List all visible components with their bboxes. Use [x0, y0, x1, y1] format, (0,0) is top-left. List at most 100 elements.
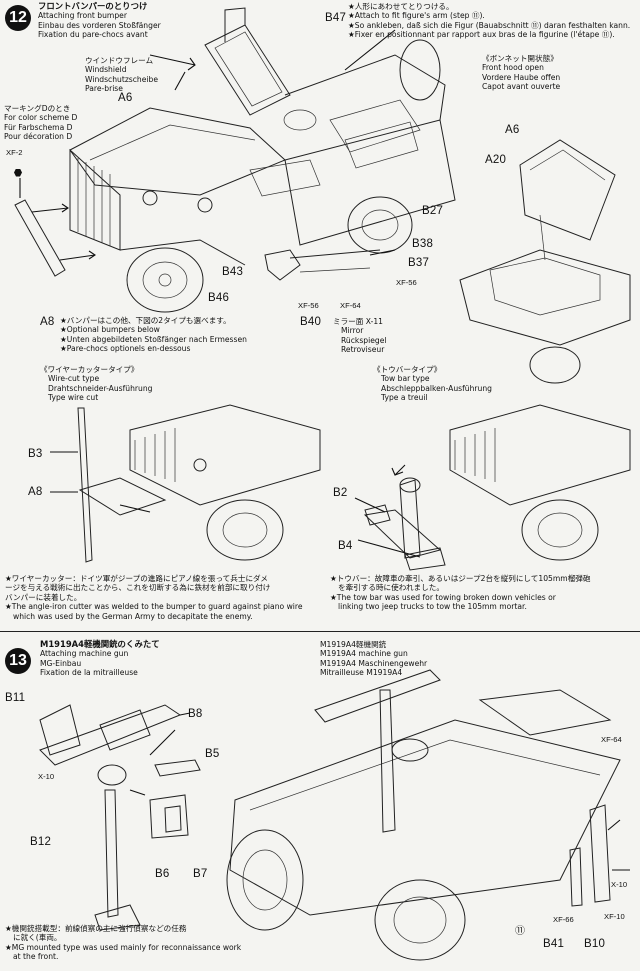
mg-en: M1919A4 machine gun [320, 649, 408, 659]
part-b37: B37 [408, 257, 430, 269]
paint-x10-right: X-10 [611, 880, 628, 889]
towbar-note-en2: linking two jeep trucks to tow the 105mm… [338, 602, 527, 612]
wirecut-de: Drahtschneider-Ausführung [48, 383, 153, 393]
step-13-title-fr: Fixation de la mitrailleuse [40, 668, 138, 678]
mirror-label: ミラー面 X-11 Mirror Rückspiegel Retroviseur [333, 317, 386, 355]
part-b27: B27 [422, 205, 444, 217]
paint-xf10: XF-10 [604, 912, 625, 921]
towbar-en: Tow bar type [381, 374, 430, 384]
wirecut-note-en1: ★The angle-iron cutter was welded to the… [5, 602, 303, 612]
mg-note-en1: ★MG mounted type was used mainly for rec… [5, 942, 242, 952]
part-a6: A6 [118, 92, 133, 104]
towbar-note-jp1: ★トウバー：故障車の牽引、あるいはジープ2台を縦列にして105mm榴弾砲 [330, 574, 591, 583]
windshield-label: ウインドウフレーム Windshield Windschutzscheibe P… [85, 56, 158, 94]
step-ref-11: ⑪ [515, 926, 525, 937]
step-13-badge: 13 [5, 648, 31, 674]
bumper-note-de: ★Unten abgebildeten Stoßfänger nach Erme… [60, 334, 247, 344]
mirror-fr: Retroviseur [341, 345, 385, 355]
paint-dot-icon [14, 162, 24, 181]
figure-fit-note: ★人形にあわせてとりつける。 ★Attach to fit figure's a… [348, 2, 630, 40]
wirecut-note-jp3: バンパーに装着した。 [5, 592, 82, 602]
hood-en: Front hood open [482, 63, 544, 73]
mg-jp: M1919A4軽機関銃 [320, 640, 387, 649]
jeep-front-drawing [14, 7, 456, 313]
bumper-note-jp: ★バンパーはこの他、下図の2タイプも選べます。 [60, 316, 231, 325]
part-b40: B40 [300, 316, 322, 328]
step-13-title-jp: M1919A4軽機関銃のくみたて [40, 639, 160, 649]
paint-xf56-left: XF-56 [298, 301, 319, 310]
towbar-note: ★トウバー：故障車の牽引、あるいはジープ2台を縦列にして105mm榴弾砲 を牽引… [330, 574, 590, 612]
figure-note-jp: ★人形にあわせてとりつける。 [348, 2, 454, 11]
mg-label: M1919A4軽機関銃 M1919A4 machine gun M1919A4 … [320, 640, 427, 678]
towbar-jp: 《トウバータイプ》 [373, 365, 442, 374]
part-b46: B46 [208, 292, 230, 304]
figure-note-en: ★Attach to fit figure's arm (step ⑪). [348, 11, 485, 21]
wirecut-note-en2: which was used by the German Army to dec… [13, 611, 253, 621]
towbar-note-jp2: を牽引する時に使われました。 [338, 583, 444, 593]
wirecut-note-jp1: ★ワイヤーカッター：ドイツ軍がジープの進路にピアノ線を張って兵士にダメ [5, 574, 269, 583]
part-b12: B12 [30, 836, 52, 848]
windshield-de: Windschutzscheibe [85, 74, 159, 84]
towbar-title: 《トウバータイプ》 Tow bar type Abschleppbalken-A… [373, 365, 492, 403]
wirecut-drawing [50, 404, 321, 563]
step-12-badge: 12 [5, 5, 31, 31]
mg-mounted-note: ★機関銃搭載型：前線偵察の主に強行偵察などの任務 に就く(車両。 ★MG mou… [5, 924, 241, 962]
hood-de: Vordere Haube offen [482, 72, 561, 82]
wirecut-fr: Type wire cut [48, 393, 99, 403]
marking-de: Für Farbschema D [4, 122, 73, 132]
step-12-title: フロントバンパーのとりつけ Attaching front bumper Ein… [38, 1, 161, 40]
windshield-jp: ウインドウフレーム [85, 56, 154, 65]
bumper-options-note: ★バンパーはこの他、下図の2タイプも選べます。 ★Optional bumper… [60, 316, 247, 354]
marking-d-label: マーキングDのとき For color scheme D Für Farbsch… [4, 104, 77, 142]
paint-x10-left: X-10 [38, 772, 55, 781]
hood-open-inset [459, 139, 631, 384]
part-b43: B43 [222, 266, 244, 278]
marking-en: For color scheme D [4, 113, 78, 123]
windshield-fr: Pare-brise [85, 84, 123, 94]
windshield-en: Windshield [85, 65, 127, 75]
bumper-note-en: ★Optional bumpers below [60, 325, 160, 335]
part-b7: B7 [193, 868, 208, 880]
towbar-note-en1: ★The tow bar was used for towing broken … [330, 592, 556, 602]
step-12-title-de: Einbau des vorderen Stoßfänger [38, 20, 161, 30]
part-b10: B10 [584, 938, 606, 950]
mirror-en: Mirror [341, 326, 364, 336]
wirecut-note-jp2: ージを与える戦術に出たことから、これを切断する為に鉄材を前部に取り付け [5, 583, 271, 593]
part-b4: B4 [338, 540, 353, 552]
mg-note-jp1: ★機関銃搭載型：前線偵察の主に強行偵察などの任務 [5, 924, 187, 933]
towbar-drawing [354, 404, 631, 571]
machine-gun-parts-drawing [39, 704, 201, 931]
wirecut-note: ★ワイヤーカッター：ドイツ軍がジープの進路にピアノ線を張って兵士にダメ ージを与… [5, 574, 303, 621]
step-13-title: M1919A4軽機関銃のくみたて Attaching machine gun M… [40, 639, 160, 678]
part-b6: B6 [155, 868, 170, 880]
part-b11: B11 [5, 692, 26, 704]
step-13-title-de: MG-Einbau [40, 658, 82, 668]
section-divider [0, 631, 640, 632]
part-b8: B8 [188, 708, 203, 720]
part-b5: B5 [205, 748, 220, 760]
mg-fr: Mitrailleuse M1919A4 [320, 668, 403, 678]
bumper-note-fr: ★Pare-chocs optionels en-dessous [60, 344, 191, 354]
jeep-with-mg-drawing [226, 669, 630, 961]
step-12-title-jp: フロントバンパーのとりつけ [38, 1, 148, 11]
towbar-fr: Type a treuil [381, 393, 428, 403]
part-b3: B3 [28, 448, 43, 460]
towbar-de: Abschleppbalken-Ausführung [381, 383, 492, 393]
hood-fr: Capot avant ouverte [482, 82, 561, 92]
part-a8-wire: A8 [28, 486, 43, 498]
wirecut-title: 《ワイヤーカッタータイプ》 Wire-cut type Drahtschneid… [40, 365, 152, 403]
wirecut-en: Wire-cut type [48, 374, 100, 384]
step-12-title-fr: Fixation du pare-chocs avant [38, 30, 148, 40]
step-13-title-en: Attaching machine gun [40, 649, 129, 659]
hood-open-label: 《ボンネット開状態》 Front hood open Vordere Haube… [482, 54, 560, 92]
part-a6-hood: A6 [505, 124, 520, 136]
marking-fr: Pour décoration D [4, 132, 73, 142]
paint-xf56-right: XF-56 [396, 278, 417, 287]
wirecut-jp: 《ワイヤーカッタータイプ》 [40, 365, 139, 374]
paint-xf2: XF-2 [6, 148, 23, 157]
marking-jp: マーキングDのとき [4, 104, 71, 113]
step-12-title-en: Attaching front bumper [38, 11, 127, 21]
part-b47: B47 [325, 12, 347, 24]
paint-xf64: XF-64 [340, 301, 361, 310]
